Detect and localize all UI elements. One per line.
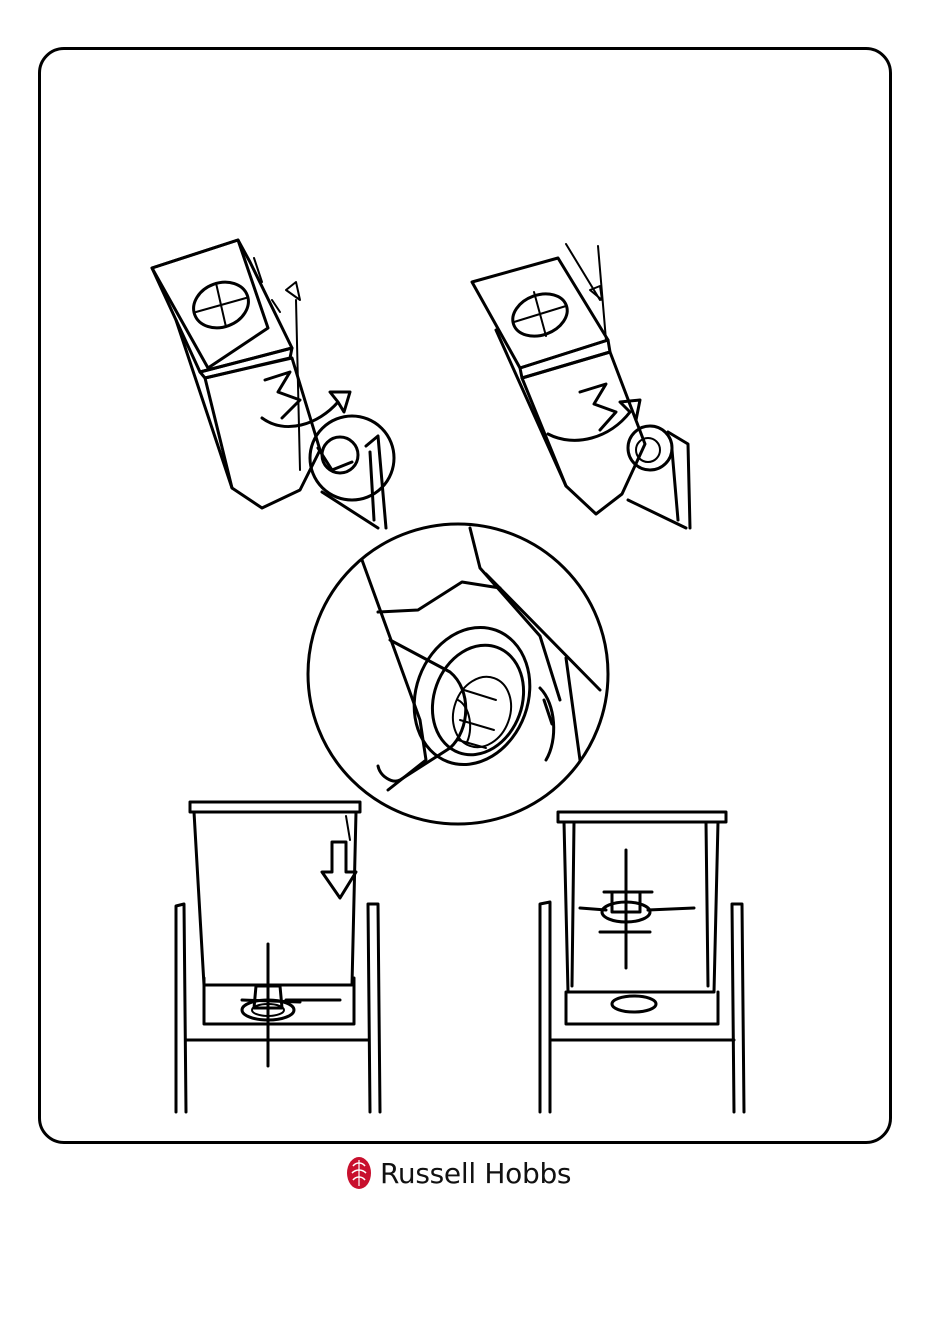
rotate-arrow-icon bbox=[262, 392, 350, 427]
figure-coupling-detail bbox=[308, 524, 608, 824]
figure-release-twist bbox=[152, 240, 394, 528]
down-arrow-icon bbox=[322, 842, 356, 898]
figure-locked bbox=[472, 244, 690, 528]
figure-insert-pan bbox=[176, 802, 380, 1112]
figure-pan-seated bbox=[540, 812, 744, 1112]
brand-lockup: Russell Hobbs bbox=[346, 1153, 571, 1193]
rotate-arrow-icon bbox=[548, 400, 640, 440]
brand-name: Russell Hobbs bbox=[380, 1157, 571, 1190]
russell-hobbs-crest-icon bbox=[346, 1156, 372, 1190]
